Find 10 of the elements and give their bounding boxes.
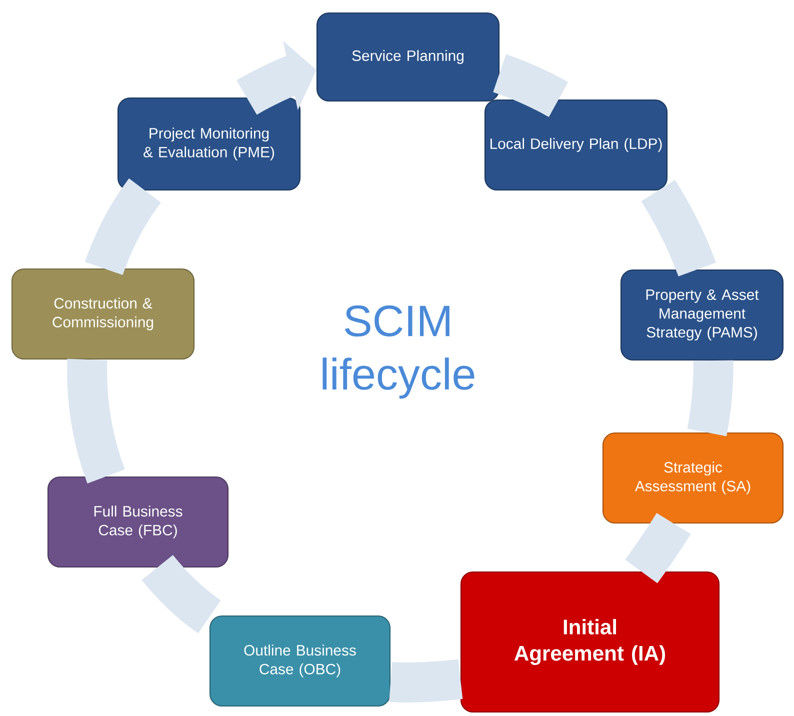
stage-box: Construction & Commissioning	[11, 268, 195, 360]
stage-box: Project Monitoring & Evaluation (PME)	[117, 97, 301, 191]
stage-box: Local Delivery Plan (LDP)	[484, 99, 668, 191]
stage-box: Service Planning	[316, 12, 500, 102]
stage-box: Strategic Assessment (SA)	[602, 432, 784, 524]
stage-box: Outline Business Case (OBC)	[209, 615, 391, 707]
stage-box: Initial Agreement (IA)	[460, 571, 720, 713]
center-title: SCIM lifecycle	[322, 305, 474, 399]
stage-box: Full Business Case (FBC)	[47, 476, 229, 568]
stage-box: Property & Asset Management Strategy (PAMS)	[620, 269, 784, 361]
